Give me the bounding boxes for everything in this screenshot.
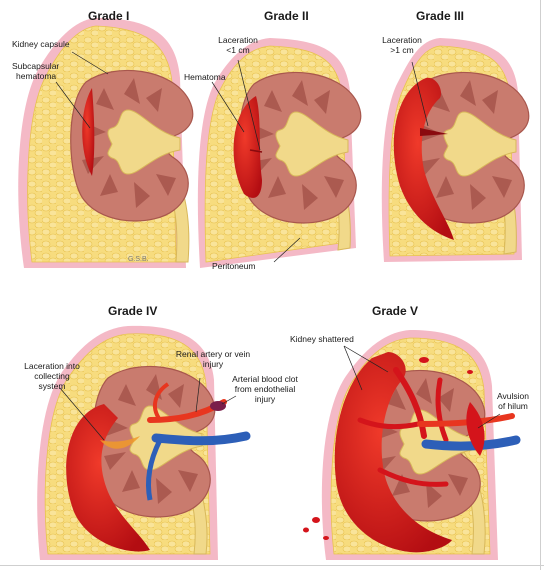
pointer-clot	[221, 395, 237, 405]
renal-artery-branch	[152, 382, 170, 422]
label-laceration-gt-1: Laceration	[382, 35, 422, 45]
collecting-system-leak	[100, 436, 140, 449]
pointer-peritoneum	[273, 237, 301, 263]
grade-iii-panel	[381, 38, 530, 262]
grade-iv-panel	[37, 325, 251, 560]
laceration-mark	[249, 149, 263, 153]
label-avulsion-2: of hilum	[498, 401, 528, 411]
label-avulsion-1: Avulsion	[497, 391, 529, 401]
grade-i-title: Grade I	[88, 9, 130, 23]
grade-ii-title: Grade II	[264, 9, 309, 23]
label-laceration-gt-2: >1 cm	[390, 45, 414, 55]
laceration-deep	[420, 128, 448, 136]
large-hematoma	[66, 404, 150, 552]
pointer-laceration	[237, 59, 261, 151]
renal-vein	[151, 431, 251, 446]
massive-hemorrhage	[334, 352, 452, 553]
frame-mark-bottom	[0, 565, 544, 566]
pointer-hematoma	[211, 81, 245, 133]
pointer-kidney-capsule	[71, 51, 109, 75]
pointer-kidney-shattered-1	[343, 345, 389, 373]
grade-v-title: Grade V	[372, 304, 419, 318]
pointer-renal-artery	[195, 377, 201, 413]
renal-vein-branch	[145, 438, 163, 501]
hematoma	[233, 96, 262, 198]
grade-v-panel	[303, 330, 521, 560]
label-clot-1: Arterial blood clot	[232, 374, 298, 384]
label-clot-3: injury	[254, 394, 276, 404]
arterial-clot	[210, 401, 226, 411]
label-clot-2: from endothelial	[234, 384, 296, 394]
subcapsular-hematoma	[82, 88, 95, 176]
label-laceration-lt-2: <1 cm	[226, 45, 250, 55]
label-subcapsular-1: Subcapsular	[12, 61, 60, 71]
grade-ii-panel	[197, 38, 362, 268]
label-subcapsular-2: hematoma	[16, 71, 57, 81]
grade-iv-title: Grade IV	[108, 304, 158, 318]
label-hematoma: Hematoma	[184, 72, 226, 82]
pointer-collecting-system	[59, 387, 105, 441]
avulsion-bleed	[466, 402, 485, 456]
label-renal-artery-1: Renal artery or vein	[175, 349, 251, 359]
label-kidney-capsule: Kidney capsule	[12, 39, 70, 49]
label-collecting-2: collecting	[34, 371, 70, 381]
fracture-blood-4	[357, 417, 421, 430]
label-collecting-3: system	[38, 381, 66, 391]
label-renal-artery-2: injury	[202, 359, 224, 369]
grade-iii-title: Grade III	[416, 9, 465, 23]
fracture-blood-2	[435, 377, 449, 443]
frame-mark-right	[540, 0, 541, 570]
artist-initials: G.S.B.	[128, 256, 149, 263]
pointer-laceration	[411, 61, 429, 127]
pointer-subcapsular-hematoma	[55, 81, 91, 129]
pointer-avulsion	[477, 413, 501, 429]
label-peritoneum: Peritoneum	[212, 261, 256, 271]
grade-i-panel	[18, 18, 194, 268]
fracture-blood-3	[377, 467, 449, 487]
label-laceration-lt-1: Laceration	[218, 35, 258, 45]
pointer-kidney-shattered-2	[343, 345, 363, 391]
label-collecting-1: Laceration into	[24, 361, 80, 371]
label-kidney-shattered: Kidney shattered	[290, 334, 354, 344]
large-hematoma	[393, 77, 454, 240]
blood-droplets	[303, 357, 473, 540]
fracture-blood-1	[393, 367, 427, 439]
